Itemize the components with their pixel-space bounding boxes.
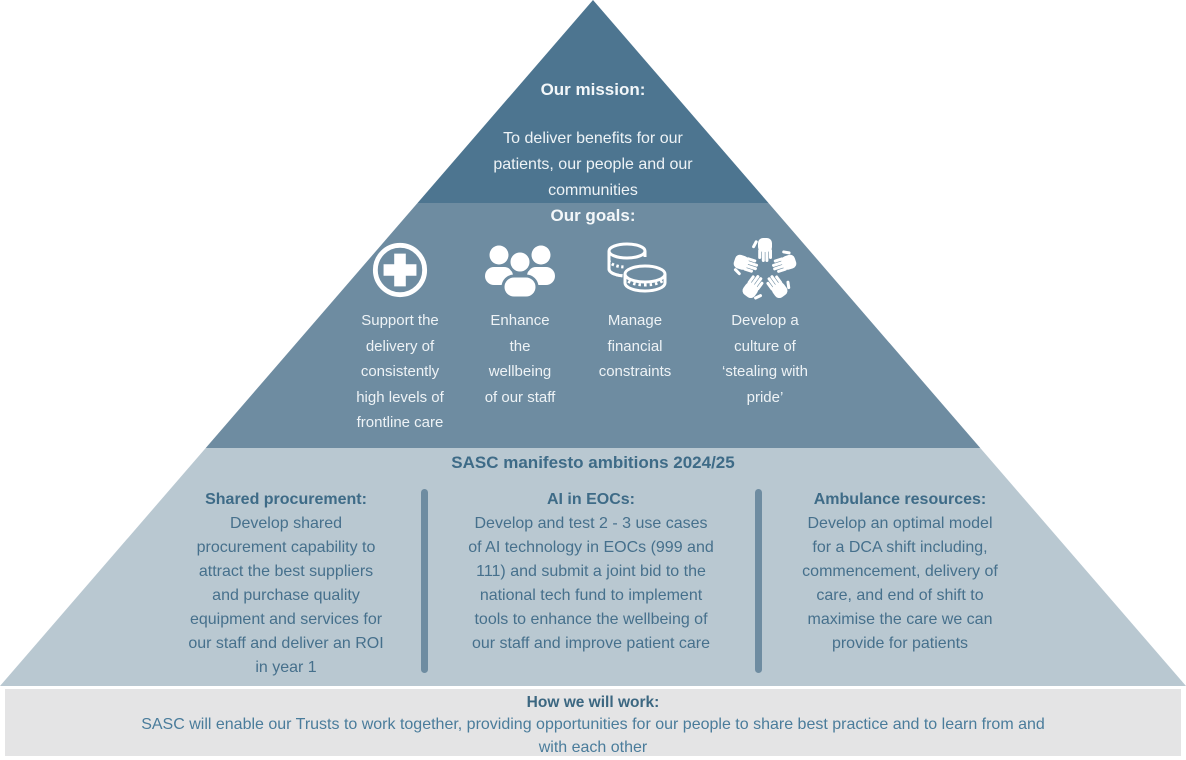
goals-band	[0, 203, 1186, 448]
footer-text: SASC will enable our Trusts to work toge…	[141, 716, 1045, 756]
pyramid-shape	[0, 0, 1186, 686]
how-we-will-work-band: How we will work: SASC will enable our T…	[5, 689, 1181, 756]
manifesto-band	[0, 448, 1186, 686]
footer-heading: How we will work:	[526, 694, 660, 711]
mission-band	[0, 0, 1186, 203]
